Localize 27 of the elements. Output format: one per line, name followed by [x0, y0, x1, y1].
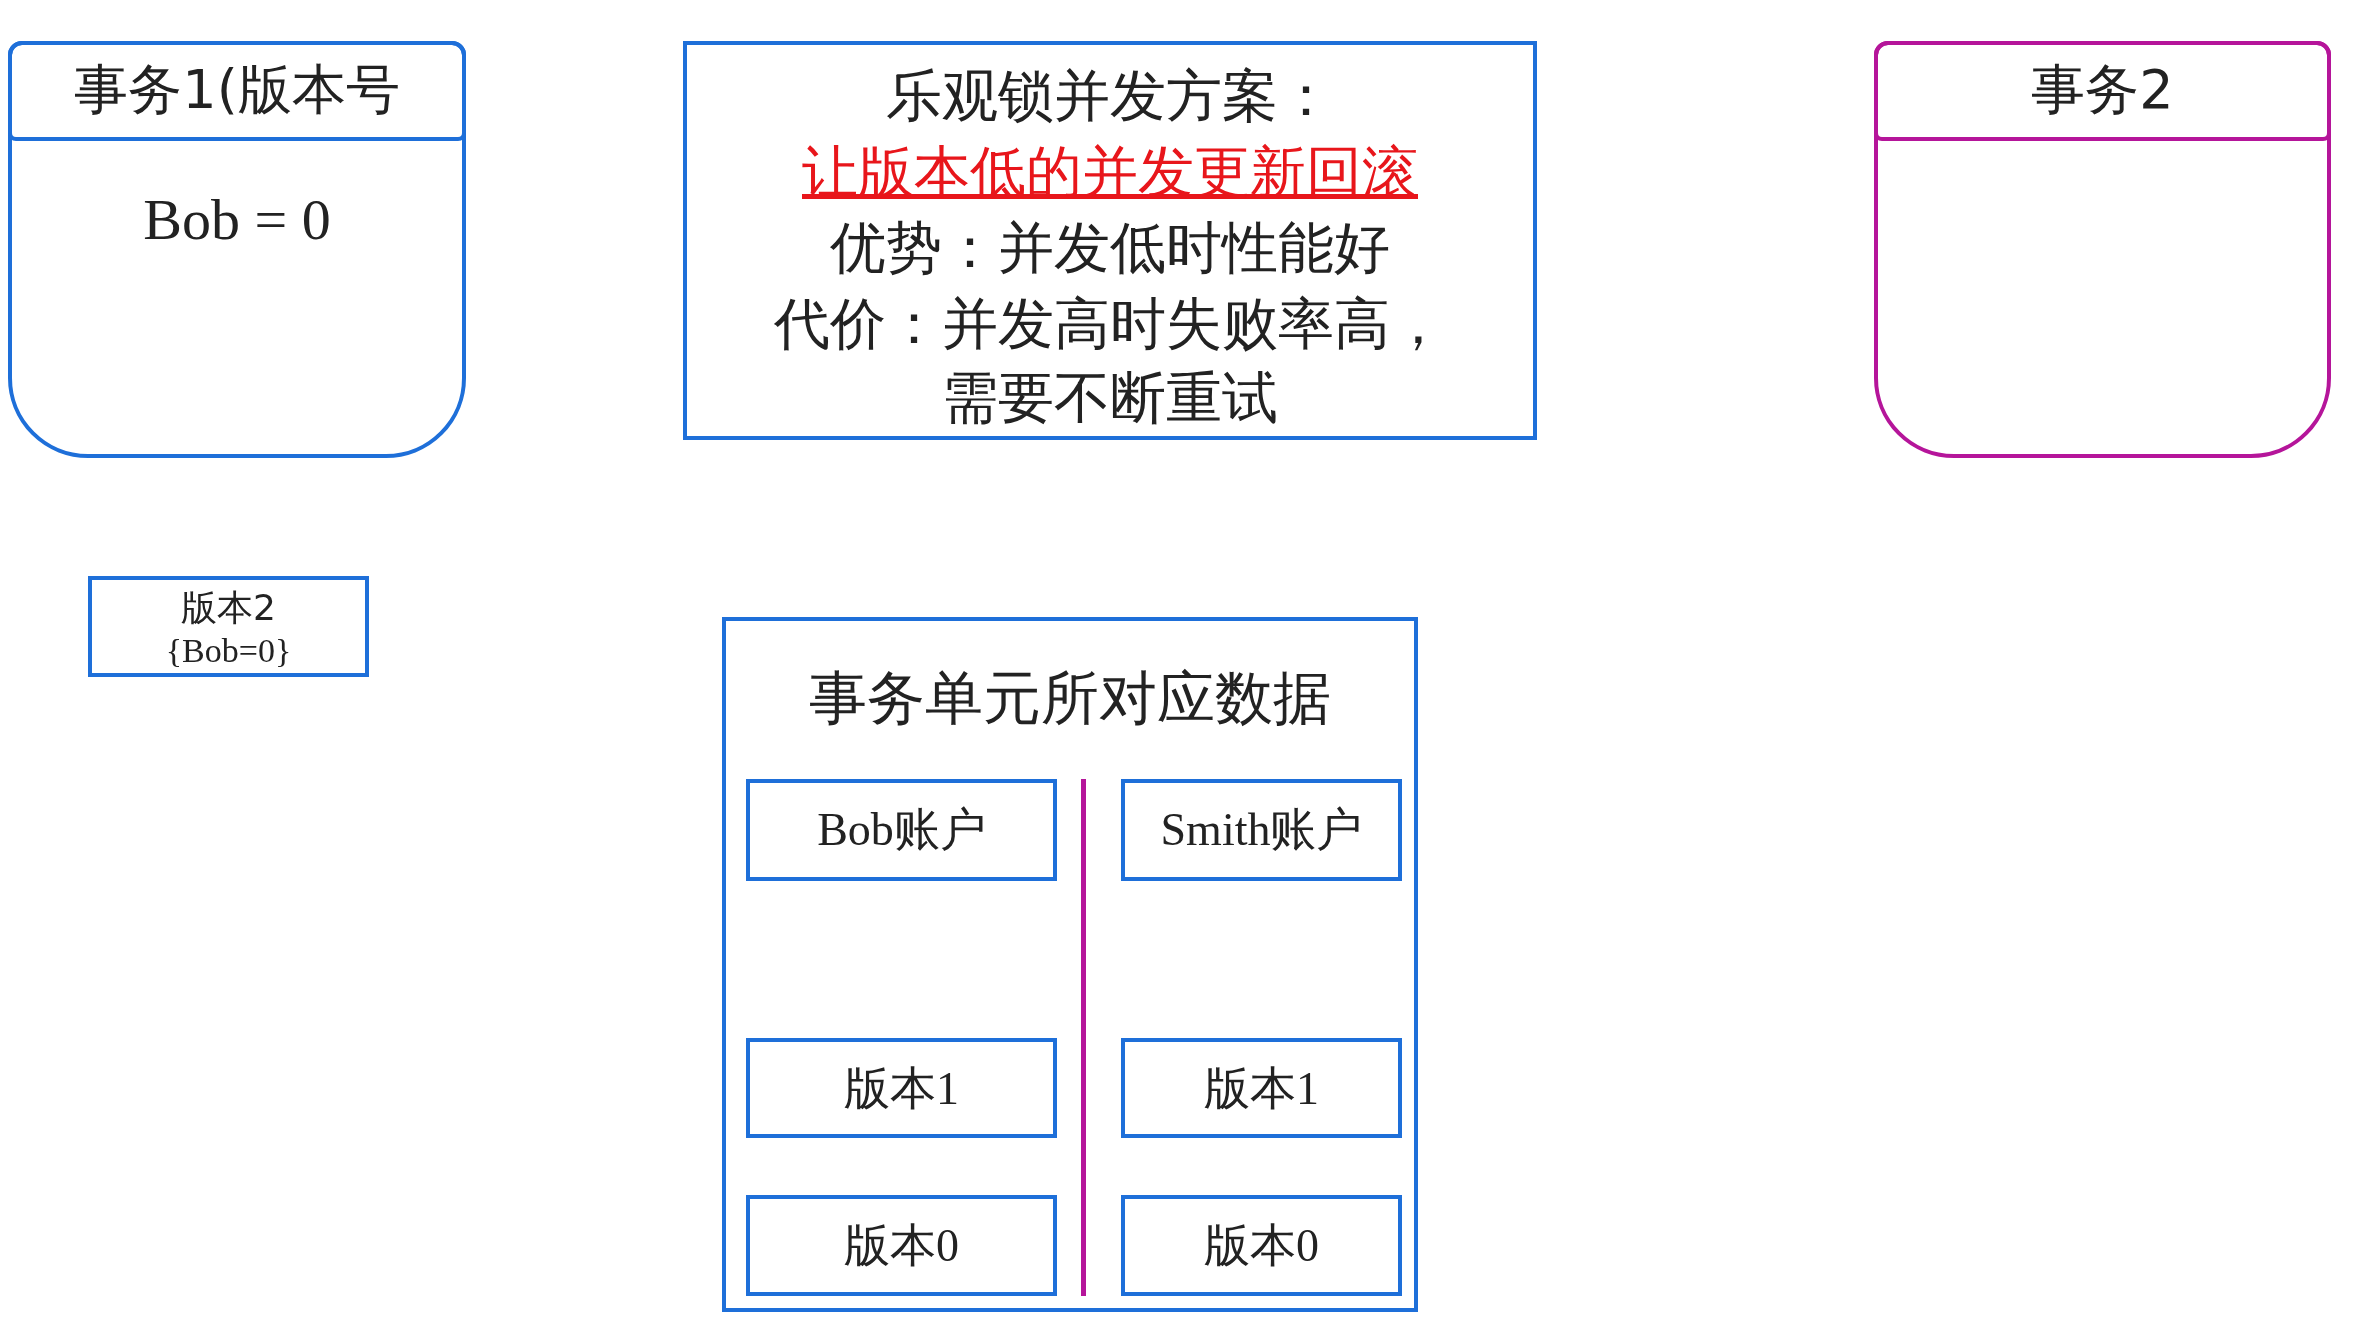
- panel-title: 事务单元所对应数据: [808, 663, 1332, 733]
- record-box: [746, 779, 1057, 881]
- version-box: [88, 576, 369, 677]
- value-text: {Bob=0}: [164, 631, 293, 671]
- note-text: 优势：并发低时性能好: [829, 214, 1391, 282]
- record-label: 版本0: [843, 1219, 960, 1273]
- value-text: Bob = 0: [142, 186, 332, 254]
- note-text: 乐观锁并发方案：: [885, 62, 1335, 130]
- transaction-box: [8, 41, 466, 458]
- data-panel: [722, 617, 1418, 1312]
- note-text: 让版本低的并发更新回滚: [801, 138, 1419, 206]
- record-label: Bob账户: [816, 803, 987, 857]
- header-title: 事务2: [2030, 57, 2175, 123]
- record-box: [1121, 1038, 1402, 1138]
- note-text: 代价：并发高时失败率高，需要不断重试: [773, 290, 1447, 432]
- note-box: [683, 41, 1537, 440]
- record-label: Smith账户: [1159, 803, 1364, 857]
- record-box: [1121, 1195, 1402, 1296]
- version-label: 版本2: [180, 586, 277, 630]
- record-label: 版本1: [843, 1062, 960, 1116]
- record-label: 版本1: [1203, 1062, 1320, 1116]
- header-title: 事务1(版本号: [73, 57, 401, 123]
- record-label: 版本0: [1203, 1219, 1320, 1273]
- record-box: [746, 1195, 1057, 1296]
- record-box: [1121, 779, 1402, 881]
- transaction-box: [1874, 41, 2331, 458]
- record-box: [746, 1038, 1057, 1138]
